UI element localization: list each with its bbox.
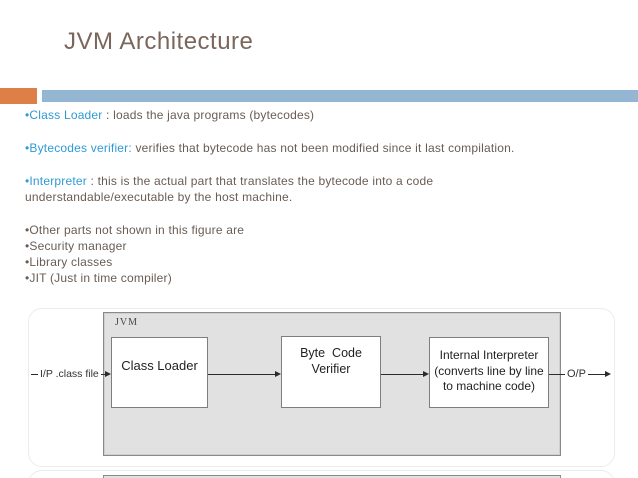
bullet-line: •JIT (Just in time compiler) <box>25 270 620 286</box>
body-text: •Security manager <box>25 239 127 253</box>
keyword-text: •Interpreter <box>25 174 87 188</box>
keyword-text: •Class Loader <box>25 108 103 122</box>
box-class-loader: Class Loader <box>111 337 208 408</box>
figure-box-line: to machine code) <box>442 379 536 393</box>
output-arrow-line <box>549 373 565 375</box>
body-text: •Library classes <box>25 255 113 269</box>
arrow-verifier-to-interpreter <box>381 368 429 380</box>
bullet-line: •Library classes <box>25 254 620 270</box>
figure-box-line: (converts line by line <box>434 363 544 378</box>
figure-box-line: Byte Code <box>300 346 362 360</box>
output-arrow: O/P <box>549 368 611 380</box>
arrow-line <box>381 373 423 375</box>
accent-bar-orange <box>0 88 37 104</box>
input-arrow-line <box>31 373 38 375</box>
arrowhead <box>275 371 281 377</box>
bullet-paragraph: •Bytecodes verifier: verifies that bytec… <box>25 140 620 156</box>
keyword-text: •Bytecodes verifier: <box>25 141 132 155</box>
input-arrow: I/P .class file <box>31 368 111 380</box>
body-text: verifies that bytecode has not been modi… <box>131 141 515 155</box>
jvm-box-label: JVM <box>115 317 139 328</box>
bullet-line: •Class Loader : loads the java programs … <box>25 107 620 123</box>
arrow-classloader-to-verifier <box>208 368 281 380</box>
input-arrow-line <box>100 373 105 375</box>
bullet-paragraph: •Interpreter : this is the actual part t… <box>25 173 620 205</box>
bullet-line: •Security manager <box>25 238 620 254</box>
bullet-paragraph: •Class Loader : loads the java programs … <box>25 107 620 123</box>
bullet-list: •Class Loader : loads the java programs … <box>25 107 620 303</box>
bullet-line: •Interpreter : this is the actual part t… <box>25 173 620 189</box>
arrowhead <box>605 371 611 377</box>
body-text: •Other parts not shown in this figure ar… <box>25 223 245 237</box>
body-text: : this is the actual part that translate… <box>86 174 434 188</box>
figure-box-line: Verifier <box>311 362 351 376</box>
input-arrow-label: I/P .class file <box>40 368 99 380</box>
bullet-line: •Other parts not shown in this figure ar… <box>25 222 620 238</box>
arrowhead <box>423 371 429 377</box>
figure-box-line: Internal Interpreter <box>439 348 539 362</box>
arrowhead <box>105 371 111 377</box>
output-arrow-label: O/P <box>567 368 586 380</box>
accent-bar-blue <box>42 90 638 102</box>
bullet-line: •Bytecodes verifier: verifies that bytec… <box>25 140 620 156</box>
output-arrow-line <box>587 373 605 375</box>
bullet-line: understandable/executable by the host ma… <box>25 189 620 205</box>
bullet-paragraph: •Other parts not shown in this figure ar… <box>25 222 620 286</box>
body-text: understandable/executable by the host ma… <box>25 190 293 204</box>
body-text: : loads the java programs (bytecodes) <box>102 108 315 122</box>
arrow-line <box>208 373 275 375</box>
page-title: JVM Architecture <box>64 28 254 55</box>
second-figure-partial <box>28 470 615 478</box>
figure-box-line: Class Loader <box>121 358 198 373</box>
second-figure-gray-box <box>103 475 561 478</box>
body-text: •JIT (Just in time compiler) <box>25 271 172 285</box>
box-internal-interpreter: Internal Interpreter(converts line by li… <box>429 337 549 408</box>
